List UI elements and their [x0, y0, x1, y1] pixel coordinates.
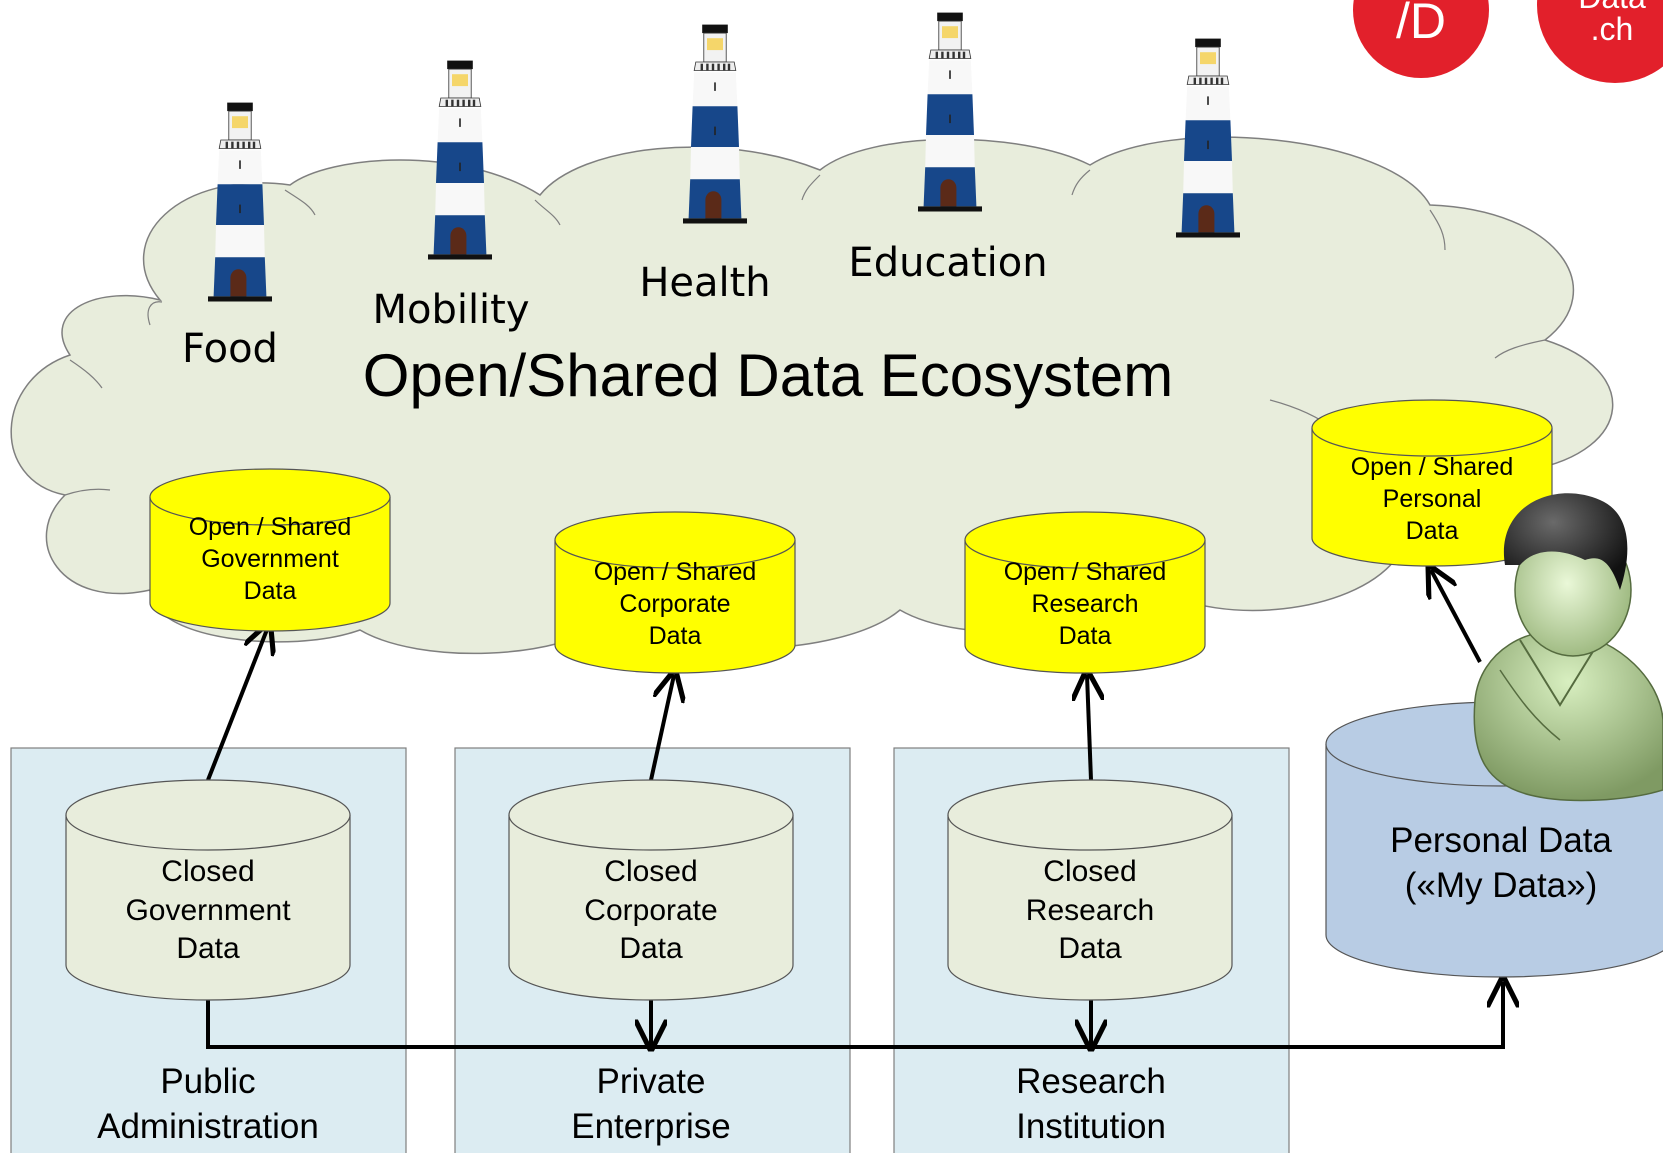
- logo-left-text: /D: [1396, 0, 1446, 49]
- closed-store-label: Government: [125, 894, 291, 927]
- open-store-corporate: Open / Shared Corporate Data: [554, 511, 796, 674]
- lighthouse-mobility: [427, 60, 493, 260]
- org-label-private-enterprise: Private: [597, 1062, 706, 1101]
- logo-right-line2: .ch: [1591, 11, 1634, 47]
- logo-left-circle: [1353, 0, 1489, 78]
- cloud-bump-line: [64, 488, 111, 496]
- open-store-label: Research: [1032, 590, 1139, 618]
- closed-data-stores: Closed Government Data Closed Corporate …: [65, 779, 1233, 1001]
- open-store-label: Open / Shared: [189, 513, 352, 541]
- cloud-bump-line: [1429, 209, 1446, 251]
- lighthouse-label-food: Food: [182, 326, 278, 372]
- open-store-label: Data: [1406, 517, 1459, 545]
- open-store-label: Personal: [1383, 485, 1482, 513]
- lighthouse-labels: Food Mobility Health Education: [182, 240, 1048, 372]
- cloud-bump-line: [147, 301, 163, 326]
- closed-store-label: Data: [176, 932, 240, 965]
- open-store-label: Data: [649, 622, 702, 650]
- open-data-stores: Open / Shared Government Data Open / Sha…: [149, 399, 1553, 674]
- lighthouse-food: [207, 102, 273, 302]
- closed-store-label: Corporate: [584, 894, 717, 927]
- org-label-private-enterprise: Enterprise: [571, 1107, 731, 1146]
- cloud-bump-line: [801, 174, 821, 201]
- lighthouse-label-health: Health: [639, 260, 770, 306]
- lighthouse-unlabeled: [1175, 38, 1241, 238]
- org-label-research-institution: Institution: [1016, 1107, 1166, 1146]
- cloud-bump-line: [1494, 339, 1546, 359]
- lighthouse-label-mobility: Mobility: [372, 287, 529, 333]
- arrow-corporate-open: [649, 675, 674, 781]
- logo-right-circle: [1537, 0, 1663, 83]
- closed-store-government: Closed Government Data: [65, 779, 351, 1001]
- open-store-label: Corporate: [619, 590, 730, 618]
- closed-store-label: Data: [619, 932, 683, 965]
- closed-store-research: Closed Research Data: [947, 779, 1233, 1001]
- cloud-bump-line: [284, 189, 316, 216]
- logo-right-line1: Data: [1578, 0, 1646, 15]
- personal-store-label: Personal Data: [1390, 821, 1612, 860]
- open-store-government: Open / Shared Government Data: [149, 468, 391, 632]
- open-store-label: Open / Shared: [594, 558, 757, 586]
- arrow-research-open: [1087, 675, 1091, 781]
- arrow-personal-open: [1431, 570, 1482, 663]
- closed-store-label: Closed: [1043, 855, 1136, 888]
- open-store-research: Open / Shared Research Data: [964, 511, 1206, 674]
- cloud-bump-line: [534, 199, 561, 226]
- open-store-label: Open / Shared: [1351, 453, 1514, 481]
- closed-store-label: Data: [1058, 932, 1122, 965]
- connector-arrows: [206, 570, 1503, 1049]
- open-store-personal: Open / Shared Personal Data: [1311, 399, 1553, 567]
- logo: /D Data .ch: [1353, 0, 1663, 83]
- ecosystem-title: Open/Shared Data Ecosystem: [363, 342, 1173, 409]
- closed-store-label: Research: [1026, 894, 1154, 927]
- open-store-label: Data: [244, 577, 297, 605]
- org-label-public-administration: Public: [160, 1062, 255, 1101]
- org-label-research-institution: Research: [1016, 1062, 1166, 1101]
- personal-store-label: («My Data»): [1405, 866, 1598, 905]
- arrow-government-open: [206, 627, 268, 781]
- open-store-label: Government: [201, 545, 339, 573]
- cloud-bump-line: [69, 359, 103, 389]
- data-flow-line: [206, 982, 1503, 1049]
- person-avatar-icon: [1473, 493, 1663, 802]
- open-store-label: Data: [1059, 622, 1112, 650]
- open-store-label: Open / Shared: [1004, 558, 1167, 586]
- lighthouse-education: [917, 12, 983, 212]
- cloud-bump-line: [1071, 169, 1091, 196]
- closed-store-corporate: Closed Corporate Data: [508, 779, 794, 1001]
- organization-labels: Public Administration Private Enterprise…: [97, 1062, 1166, 1146]
- closed-store-label: Closed: [161, 855, 254, 888]
- lighthouse-label-education: Education: [848, 240, 1047, 286]
- lighthouse-health: [682, 24, 748, 224]
- closed-store-label: Closed: [604, 855, 697, 888]
- org-label-public-administration: Administration: [97, 1107, 319, 1146]
